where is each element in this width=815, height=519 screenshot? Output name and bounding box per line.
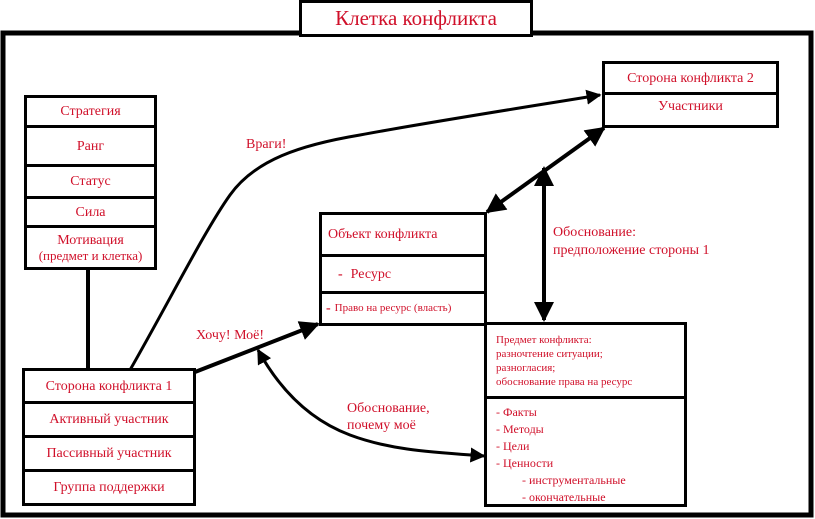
subject-header-line: разногласия;: [496, 362, 556, 374]
right-label: Право на ресурс (власть): [334, 302, 452, 314]
subject-list-item: - Факты: [496, 405, 537, 419]
justification-p1-line1: Обоснование:: [553, 225, 637, 240]
enemies-label: Враги!: [246, 137, 287, 152]
motivation-sublabel: (предмет и клетка): [38, 247, 143, 263]
party2-row-participants: Участники: [602, 92, 779, 128]
subject-box: Предмет конфликта: разночтение ситуации;…: [484, 322, 687, 507]
enemies-arrow: [128, 89, 602, 371]
mine-arrow: [194, 321, 320, 374]
subject-list: - Факты - Методы - Цели - Ценности - инс…: [496, 404, 626, 506]
subject-list-item: - Ценности: [496, 456, 554, 470]
resource-label: Ресурс: [350, 266, 392, 282]
stack-item-label: Стратегия: [60, 104, 121, 119]
mine-label: Хочу! Моё!: [196, 328, 265, 343]
party1-row-label: Активный участник: [49, 412, 169, 427]
object-resource: - Ресурс: [319, 254, 487, 294]
subject-header-line: Предмет конфликта:: [496, 334, 592, 346]
object-header: Объект конфликта: [319, 212, 487, 257]
justification-mine-line2: почему моё: [347, 418, 416, 433]
party2-header-label: Сторона конфликта 2: [627, 70, 754, 86]
stack-item-label: Статус: [70, 174, 111, 189]
stack-item-status: Статус: [24, 164, 157, 199]
stack-item-motivation: Мотивация (предмет и клетка): [24, 225, 157, 270]
subject-list-item: - Цели: [496, 439, 530, 453]
party1-row-passive: Пассивный участник: [22, 435, 196, 472]
party2-header: Сторона конфликта 2: [602, 61, 779, 95]
stack-item-label: Ранг: [76, 138, 105, 154]
resource-dash: -: [338, 266, 343, 282]
page-title: Клетка конфликта: [299, 0, 533, 37]
party1-row-label: Пассивный участник: [46, 446, 172, 461]
motivation-label: Мотивация: [57, 232, 124, 248]
stack-item-strategy: Стратегия: [24, 95, 157, 128]
object-header-label: Объект конфликта: [328, 227, 438, 242]
subject-header: Предмет конфликта: разночтение ситуации;…: [487, 325, 684, 399]
party1-row-support: Группа поддержки: [22, 469, 196, 506]
subject-list-subitem: - инструментальные: [522, 473, 626, 487]
subject-list-subitem: - окончательные: [522, 490, 606, 504]
justification-p1-line2: предположение стороны 1: [553, 243, 710, 258]
party1-row-label: Группа поддержки: [53, 480, 165, 495]
object-right: - Право на ресурс (власть): [319, 291, 487, 326]
subject-header-line: разночтение ситуации;: [496, 348, 603, 360]
subject-list-item: - Методы: [496, 422, 544, 436]
page-title-text: Клетка конфликта: [335, 6, 497, 30]
party1-header-label: Сторона конфликта 1: [45, 378, 173, 394]
justification-mine-line1: Обоснование,: [347, 401, 430, 416]
stack-item-label: Сила: [75, 204, 106, 220]
stack-item-power: Сила: [24, 196, 157, 228]
party1-row-active: Активный участник: [22, 401, 196, 438]
subject-header-line: обоснование права на ресурс: [496, 376, 633, 388]
right-dash: -: [326, 301, 331, 316]
party2-row-label: Участники: [658, 99, 723, 114]
justification-arrow: [256, 348, 486, 463]
stack-item-rank: Ранг: [24, 125, 157, 167]
party1-header: Сторона конфликта 1: [22, 368, 196, 404]
